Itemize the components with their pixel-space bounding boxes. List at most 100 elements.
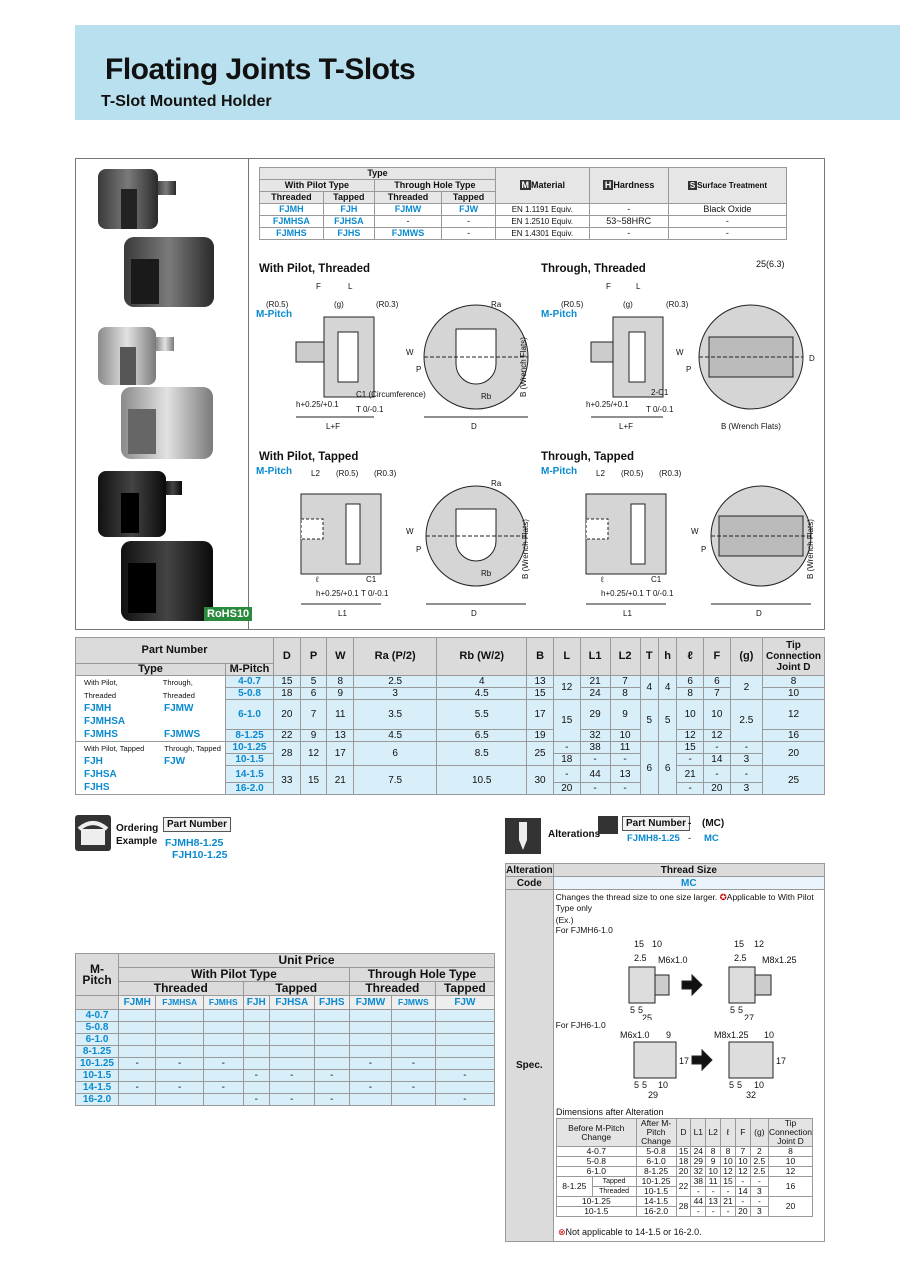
price-cell: - xyxy=(155,1057,205,1070)
svg-text:5: 5 xyxy=(729,1080,734,1090)
price-cell xyxy=(242,1057,270,1070)
page-header: Floating Joints T-Slots T-Slot Mounted H… xyxy=(75,25,900,120)
svg-text:15: 15 xyxy=(634,939,644,949)
tapped-header: Tapped xyxy=(322,191,375,204)
price-cell: - xyxy=(313,1069,350,1082)
price-cell xyxy=(434,1021,496,1034)
svg-text:(R0.5): (R0.5) xyxy=(266,300,289,309)
diagram-pilot-tapped: L2 (R0.5) (R0.3) Ra Rb W P C1 ℓ h+0.25/+… xyxy=(300,469,530,618)
svg-text:C1 (Circumference): C1 (Circumference) xyxy=(356,390,426,399)
price-cell xyxy=(434,1045,496,1058)
svg-text:(R0.3): (R0.3) xyxy=(659,469,682,478)
svg-text:D: D xyxy=(809,354,815,363)
price-cell: - xyxy=(242,1093,270,1106)
mpitch-label: M-Pitch xyxy=(256,309,293,320)
price-cell xyxy=(390,1021,436,1034)
mpitch-label: M-Pitch xyxy=(256,466,293,477)
price-cell xyxy=(313,1057,350,1070)
product-photos-image xyxy=(98,169,214,621)
phone-icon xyxy=(75,815,111,851)
price-cell xyxy=(155,1069,205,1082)
svg-text:2.5: 2.5 xyxy=(734,953,747,963)
svg-text:M8x1.25: M8x1.25 xyxy=(714,1030,749,1040)
price-cell: - xyxy=(203,1057,244,1070)
price-cell xyxy=(348,1093,392,1106)
svg-text:9: 9 xyxy=(666,1030,671,1040)
svg-text:10: 10 xyxy=(652,939,662,949)
svg-text:h+0.25/+0.1: h+0.25/+0.1 xyxy=(296,400,339,409)
price-cell xyxy=(390,1069,436,1082)
price-cell xyxy=(348,1009,392,1022)
price-cell: - xyxy=(390,1081,436,1094)
svg-text:(R0.5): (R0.5) xyxy=(621,469,644,478)
price-cell xyxy=(155,1033,205,1046)
svg-text:10: 10 xyxy=(658,1080,668,1090)
price-cell: - xyxy=(203,1081,244,1094)
table-row: 14-1.5----- xyxy=(75,1081,496,1094)
price-cell xyxy=(348,1033,392,1046)
part-number-box: Part Number xyxy=(163,817,232,832)
price-cell xyxy=(268,1009,315,1022)
price-cell: - xyxy=(348,1081,392,1094)
svg-text:(R0.3): (R0.3) xyxy=(374,469,397,478)
page-subtitle: T-Slot Mounted Holder xyxy=(101,93,272,110)
price-cell xyxy=(390,1033,436,1046)
svg-text:Ra: Ra xyxy=(491,479,502,488)
price-cell xyxy=(313,1021,350,1034)
svg-text:29: 29 xyxy=(648,1090,658,1100)
dim-title: Dimensions after Alteration xyxy=(556,1107,664,1117)
price-cell xyxy=(242,1033,270,1046)
svg-text:ℓ: ℓ xyxy=(600,575,604,584)
spec-table: Part Number D P W Ra (P/2) Rb (W/2) B L … xyxy=(75,637,825,795)
table-row: 16-2.0---- xyxy=(75,1093,496,1106)
price-cell: - xyxy=(117,1057,157,1070)
svg-text:L2: L2 xyxy=(311,469,320,478)
svg-text:17: 17 xyxy=(776,1056,786,1066)
price-cell xyxy=(203,1045,244,1058)
ordering-label: Ordering xyxy=(116,823,159,834)
with-pilot-header: With Pilot Type xyxy=(259,179,375,192)
svg-text:h+0.25/+0.1: h+0.25/+0.1 xyxy=(601,589,644,598)
price-cell: - xyxy=(390,1057,436,1070)
price-cell xyxy=(203,1009,244,1022)
unit-price-table: M-Pitch Unit Price With Pilot Type Throu… xyxy=(75,953,496,1106)
svg-text:(R0.3): (R0.3) xyxy=(376,300,399,309)
svg-text:L+F: L+F xyxy=(619,422,633,431)
svg-text:W: W xyxy=(676,348,684,357)
price-cell xyxy=(348,1021,392,1034)
svg-text:W: W xyxy=(406,527,414,536)
price-cell xyxy=(268,1033,315,1046)
table-row: Threaded 10-1.5 - - - 14 3 xyxy=(557,1186,813,1197)
svg-text:D: D xyxy=(471,609,477,618)
price-cell xyxy=(268,1081,315,1094)
table-row: FJMHSA FJHSA - - EN 1.2510 Equiv. 53~58H… xyxy=(259,215,788,228)
price-cell: - xyxy=(155,1081,205,1094)
svg-text:5: 5 xyxy=(638,1005,643,1015)
diagram-title-pilot-tapped: With Pilot, Tapped xyxy=(259,451,359,463)
alterations-label: Alterations xyxy=(548,829,601,840)
alteration-figure-tapped: M6x1.0 9 17 5 5 10 29 M8x1.25 10 17 5 5 … xyxy=(620,1030,786,1100)
table-row: 6-1.0 xyxy=(75,1033,496,1046)
price-cell xyxy=(155,1093,205,1106)
price-cell xyxy=(268,1021,315,1034)
price-cell xyxy=(242,1045,270,1058)
price-cell xyxy=(313,1045,350,1058)
price-cell: - xyxy=(268,1069,315,1082)
price-cell xyxy=(155,1021,205,1034)
alt-part-number-box: Part Number xyxy=(622,816,691,831)
diagram-title-through-tapped: Through, Tapped xyxy=(541,451,635,463)
mpitch-label: M-Pitch xyxy=(541,466,578,477)
price-cell xyxy=(434,1057,496,1070)
price-cell xyxy=(434,1009,496,1022)
svg-text:h+0.25/+0.1: h+0.25/+0.1 xyxy=(316,589,359,598)
